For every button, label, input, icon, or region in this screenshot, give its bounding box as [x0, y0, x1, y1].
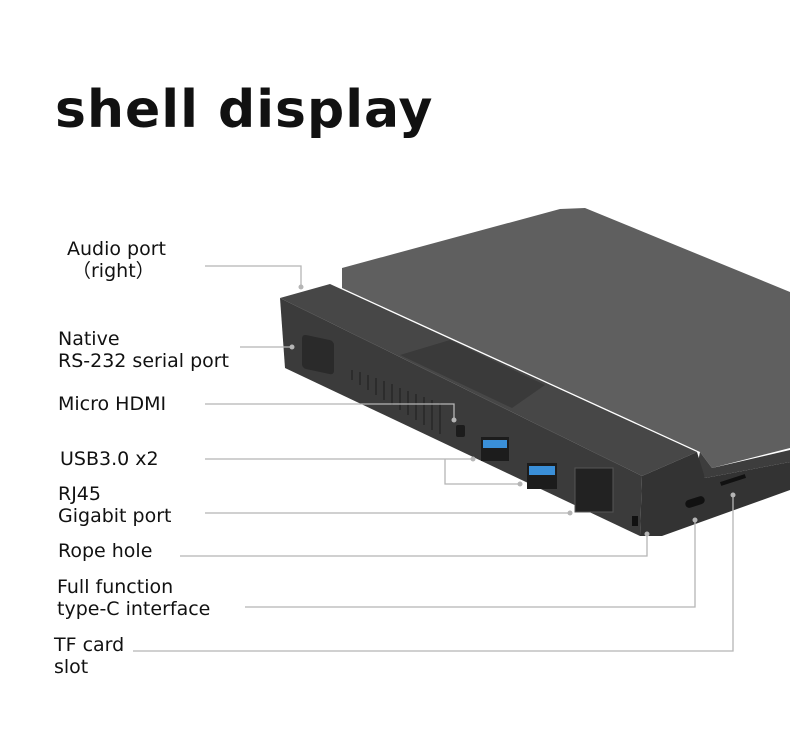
callout-line1: TF card: [54, 634, 125, 656]
mini-laptop: [280, 208, 790, 536]
callout-rs232: Native RS-232 serial port: [58, 328, 229, 372]
rs232-port: [302, 334, 334, 375]
rj45-port: [574, 467, 614, 513]
vent-grille: [351, 370, 441, 434]
callout-rj45: RJ45 Gigabit port: [58, 483, 171, 527]
callout-usb: USB3.0 x2: [60, 448, 159, 470]
usb-port-1-tongue: [483, 440, 507, 448]
callout-line1: Audio port: [67, 238, 166, 260]
callout-tf-card: TF card slot: [54, 634, 124, 678]
callout-micro-hdmi: Micro HDMI: [58, 393, 167, 415]
hinge-handle: [400, 340, 545, 408]
callout-type-c: Full function type-C interface: [57, 576, 210, 620]
leader-lines: [133, 265, 734, 652]
leader-dots: [289, 284, 736, 537]
callout-line2: Gigabit port: [58, 505, 172, 527]
right-side: [640, 452, 790, 536]
rope-hole: [632, 516, 638, 526]
callout-audio-port: Audio port （right）: [67, 238, 166, 282]
micro-hdmi-port: [456, 425, 465, 437]
lid-edge: [698, 450, 790, 478]
callout-rope-hole: Rope hole: [58, 540, 153, 562]
usb-port-2-tongue: [529, 466, 555, 475]
lid-surface: [342, 208, 790, 468]
callout-line2: （right）: [72, 260, 155, 282]
callout-line2: type-C interface: [57, 598, 211, 620]
callout-line2: slot: [54, 656, 89, 678]
callout-line2: RS-232 serial port: [58, 350, 230, 372]
tf-card-slot: [720, 474, 746, 486]
type-c-port: [685, 496, 705, 508]
callout-line1: Native: [58, 328, 120, 350]
callout-line1: Full function: [57, 576, 174, 598]
callout-line1: RJ45: [58, 483, 101, 505]
page-title: shell display: [55, 80, 434, 140]
